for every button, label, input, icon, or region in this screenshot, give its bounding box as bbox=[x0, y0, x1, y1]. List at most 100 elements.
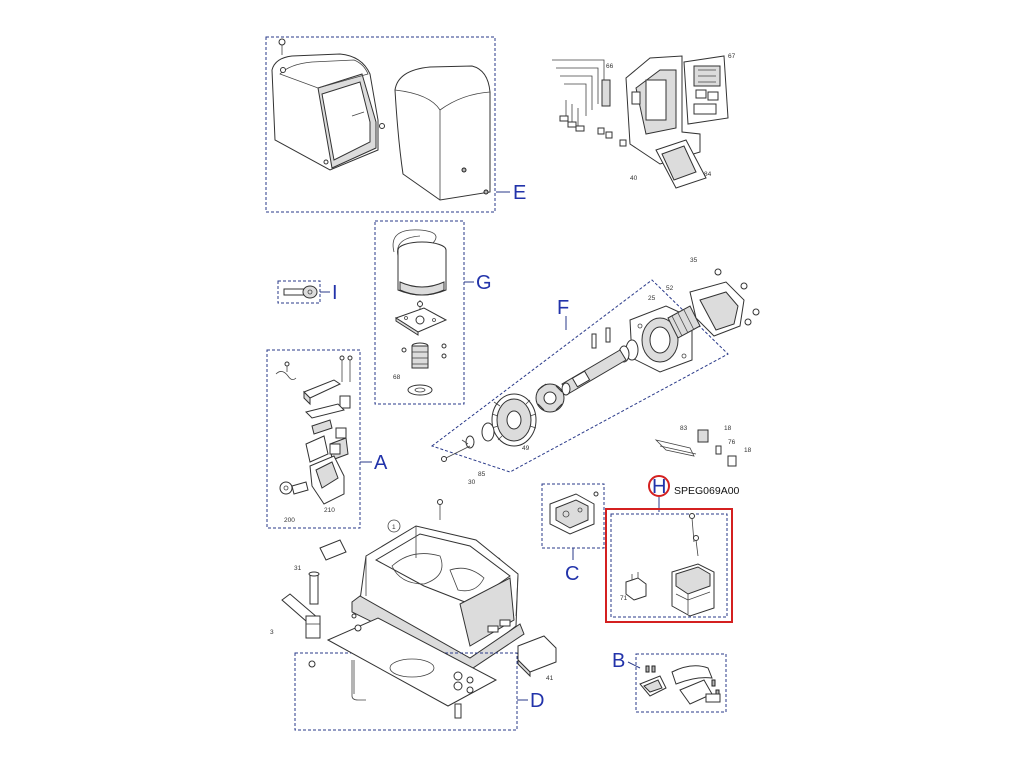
clutch-assembly bbox=[535, 383, 565, 413]
part-number-83: 83 bbox=[680, 425, 688, 432]
anchor-bolt bbox=[351, 660, 366, 701]
key-icon bbox=[283, 285, 318, 299]
pin bbox=[605, 327, 611, 343]
part-number-1: 1 bbox=[392, 524, 396, 531]
motor-body bbox=[397, 241, 447, 296]
rectifier bbox=[625, 572, 647, 601]
wire-pin bbox=[654, 439, 695, 457]
callout-circle bbox=[387, 519, 401, 533]
small-parts: 83 18 76 18 bbox=[654, 425, 752, 467]
transformer bbox=[671, 563, 715, 617]
screw bbox=[752, 308, 760, 316]
connector bbox=[619, 139, 627, 147]
switch-housing bbox=[309, 455, 345, 505]
group-i-key: I bbox=[277, 280, 338, 304]
group-a-limit-switch: 200 210 A bbox=[266, 349, 388, 529]
group-g-label: G bbox=[476, 272, 492, 294]
control-housing bbox=[625, 55, 707, 189]
nut bbox=[351, 613, 357, 619]
part-number-76: 76 bbox=[728, 439, 736, 446]
cover-screw bbox=[278, 38, 286, 55]
closed-cover bbox=[394, 65, 491, 201]
screw bbox=[437, 499, 443, 505]
group-e-covers: E bbox=[265, 36, 526, 213]
pinion-gear bbox=[667, 305, 701, 339]
part-number-3: 3 bbox=[270, 629, 274, 636]
part-number-85: 85 bbox=[478, 471, 486, 478]
group-h-frame bbox=[610, 513, 728, 618]
wiring-harness bbox=[552, 59, 611, 132]
release-lever bbox=[281, 593, 321, 639]
part-number-41: 41 bbox=[546, 675, 554, 682]
group-c-label: C bbox=[565, 563, 579, 585]
part-number-35: 35 bbox=[690, 257, 698, 264]
part-number-68: 68 bbox=[393, 374, 401, 381]
part-number-49: 49 bbox=[522, 445, 530, 452]
release-bolt bbox=[308, 571, 320, 605]
front-cover bbox=[271, 53, 385, 171]
part-number-31: 31 bbox=[294, 565, 302, 572]
cam-lever bbox=[279, 481, 309, 495]
drive-gear bbox=[491, 393, 537, 447]
lever-cap bbox=[319, 539, 347, 561]
part-number-30: 30 bbox=[468, 479, 476, 486]
connector bbox=[605, 131, 613, 139]
nut bbox=[354, 624, 362, 632]
group-i-label: I bbox=[332, 282, 338, 304]
group-e-label: E bbox=[513, 182, 526, 204]
control-board bbox=[683, 55, 729, 125]
switch-body bbox=[305, 435, 349, 463]
part-number-40: 40 bbox=[630, 175, 638, 182]
group-h-code: SPEG069A00 bbox=[674, 485, 740, 497]
group-h-circle bbox=[648, 475, 670, 497]
screw bbox=[740, 282, 748, 290]
terminal bbox=[727, 455, 737, 467]
washer bbox=[481, 422, 495, 442]
screw bbox=[744, 318, 752, 326]
nut bbox=[308, 660, 316, 668]
group-g-frame bbox=[374, 220, 465, 405]
motor-wires bbox=[392, 229, 437, 253]
spring bbox=[275, 371, 297, 380]
part-number-84: 84 bbox=[704, 171, 712, 178]
group-f-frame bbox=[430, 279, 729, 473]
bracket-right bbox=[671, 665, 721, 705]
release-lever-assembly: 31 3 bbox=[270, 539, 347, 639]
part-number-67: 67 bbox=[728, 53, 736, 60]
motor-flange-plate bbox=[394, 307, 448, 336]
group-b-label: B bbox=[612, 650, 625, 672]
switch-bracket bbox=[303, 379, 351, 409]
group-b-brackets: B bbox=[612, 650, 727, 713]
group-h-label: H bbox=[652, 476, 666, 498]
group-e-frame bbox=[265, 36, 496, 213]
group-a-frame bbox=[266, 349, 361, 529]
switch-plate bbox=[305, 403, 347, 439]
part-number-25: 25 bbox=[648, 295, 656, 302]
group-b-frame bbox=[635, 653, 727, 713]
bracket-left bbox=[639, 665, 667, 697]
board-c-body bbox=[549, 493, 595, 535]
washer bbox=[465, 435, 475, 449]
gear-cover bbox=[689, 281, 745, 337]
group-c-board: C bbox=[541, 483, 605, 585]
group-h-highlight-box bbox=[605, 508, 733, 623]
group-f-gearbox: F bbox=[430, 257, 760, 486]
long-bolt bbox=[441, 445, 471, 462]
group-b-leader bbox=[627, 661, 641, 669]
group-h-transformer: H SPEG069A00 71 bbox=[605, 475, 740, 623]
part-number-200: 200 bbox=[284, 517, 295, 524]
part-number-18a: 18 bbox=[724, 425, 732, 432]
mounting-screws bbox=[689, 513, 699, 557]
end-cover: 41 bbox=[517, 635, 557, 682]
bearing-ring bbox=[407, 384, 433, 396]
group-d-base-plate: D bbox=[294, 613, 544, 731]
worm-gear bbox=[411, 342, 429, 369]
group-d-label: D bbox=[530, 690, 544, 712]
part-number-210: 210 bbox=[324, 507, 335, 514]
pin bbox=[591, 333, 597, 349]
part-number-52: 52 bbox=[666, 285, 674, 292]
group-f-label: F bbox=[557, 297, 569, 319]
output-shaft bbox=[561, 349, 627, 396]
